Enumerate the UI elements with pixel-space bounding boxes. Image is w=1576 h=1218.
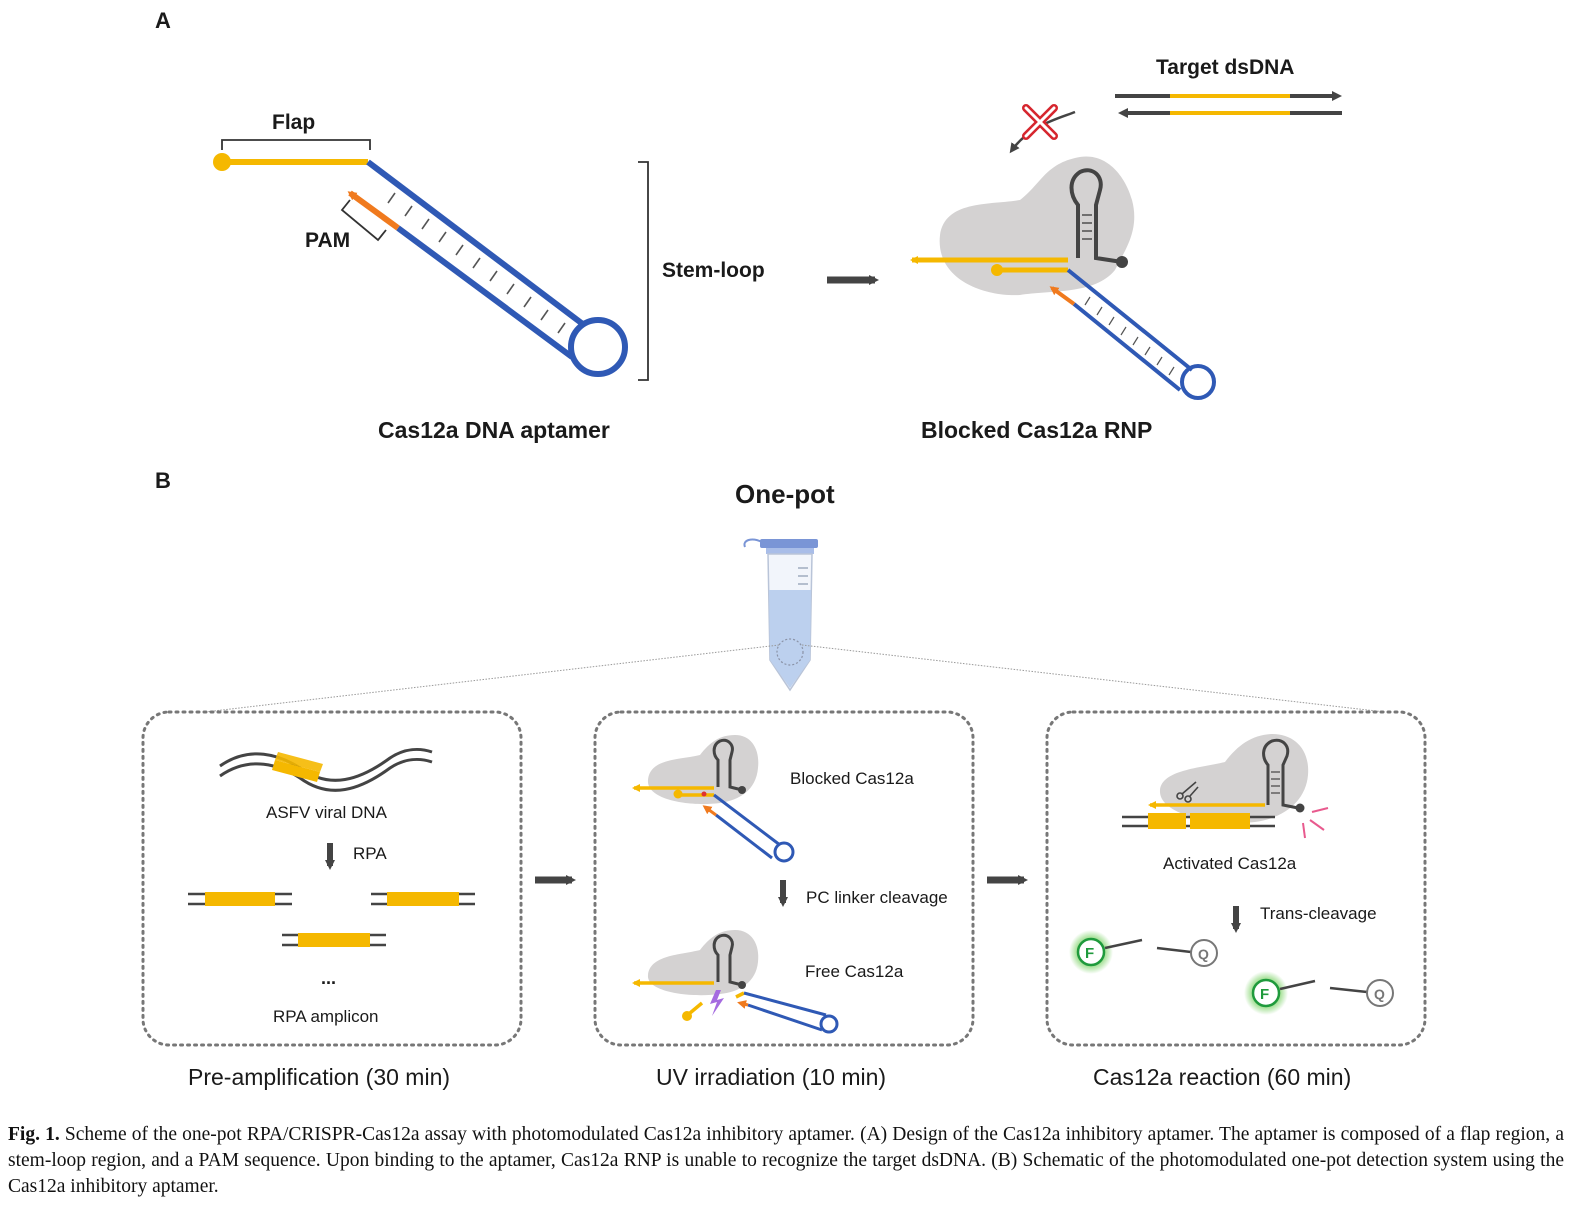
trans-cleavage-label: Trans-cleavage — [1260, 904, 1377, 923]
stem-loop — [568, 317, 628, 377]
crrna-hairpin — [1069, 168, 1123, 264]
rnp-stem-outer — [1066, 268, 1194, 372]
pre-amplification-box — [141, 710, 523, 1047]
free-cas12a-label: Free Cas12a — [805, 962, 904, 981]
cleavage-burst-icon — [1302, 807, 1329, 839]
uv-irradiation-step-label: UV irradiation (10 min) — [656, 1064, 886, 1090]
cas12a-reaction-step-label: Cas12a reaction (60 min) — [1093, 1064, 1351, 1090]
target-dsdna-label: Target dsDNA — [1156, 56, 1294, 79]
amplicon-1 — [188, 892, 292, 906]
pre-amplification-step-label: Pre-amplification (30 min) — [188, 1064, 450, 1090]
aptamer-label: Cas12a DNA aptamer — [378, 417, 610, 443]
fluorophore-icon — [1251, 978, 1281, 1008]
figure-number: Fig. 1. — [8, 1124, 60, 1145]
uv-lightning-icon — [710, 990, 724, 1016]
figure-caption: Fig. 1. Scheme of the one-pot RPA/CRISPR… — [8, 1122, 1564, 1200]
flap-label: Flap — [272, 111, 315, 134]
rnp-flap-dot — [991, 264, 1003, 276]
svg-text:F: F — [1085, 945, 1094, 962]
rpa-amplicon-label: RPA amplicon — [273, 1007, 379, 1026]
amplicon-dots: ... — [321, 968, 336, 988]
blocked-cas12a-rnp: Blocked Cas12a RNP — [910, 156, 1216, 443]
rpa-label: RPA — [353, 844, 387, 863]
zoom-line-left — [204, 644, 780, 713]
rnp-stem-inner — [1072, 302, 1182, 392]
pam-bracket — [340, 199, 387, 242]
tube-icon — [743, 538, 818, 692]
target-dsdna: Target dsDNA — [1115, 56, 1342, 118]
uv-irradiation-box — [593, 710, 975, 1047]
pam-arrow — [347, 190, 400, 231]
zoom-line-right — [801, 644, 1386, 713]
amplicon-3 — [282, 933, 386, 947]
caption-text: Scheme of the one-pot RPA/CRISPR-Cas12a … — [8, 1124, 1564, 1197]
panel-a-letter: A — [155, 8, 171, 33]
quencher-icon — [1190, 939, 1218, 967]
figure-canvas: A Flap PAM Stem-loop Cas12a DNA aptamer — [141, 8, 1427, 1090]
stem-loop-label: Stem-loop — [662, 259, 765, 282]
cross-icon — [1022, 104, 1058, 140]
cas12a-dna-aptamer: Flap PAM Stem-loop Cas12a DNA aptamer — [213, 111, 765, 443]
pc-linker-cleavage-label: PC linker cleavage — [806, 888, 948, 907]
reporter-2: F Q — [1244, 971, 1394, 1015]
panel-b-letter: B — [155, 468, 171, 493]
crrna-end-dot — [1116, 256, 1128, 268]
svg-text:Q: Q — [1198, 946, 1209, 962]
cas12a-reaction-box — [1045, 710, 1427, 1047]
one-pot-title: One-pot — [735, 479, 835, 509]
scissors-icon — [1176, 781, 1199, 803]
base-pair-ticks — [387, 192, 566, 334]
fluorophore-icon — [1076, 937, 1106, 967]
blocked-cas12a-label: Blocked Cas12a — [790, 769, 914, 788]
flap-end-dot — [213, 153, 231, 171]
stem-strand-inner — [396, 225, 574, 360]
rnp-pam-arrow — [1049, 286, 1076, 306]
stem-strand-outer — [366, 159, 586, 328]
reporter-1: F Q — [1069, 930, 1218, 974]
pam-label: PAM — [305, 229, 350, 252]
quencher-icon — [1366, 979, 1394, 1007]
viral-dna-label: ASFV viral DNA — [266, 803, 388, 822]
viral-dna-icon — [219, 748, 433, 792]
blocked-rnp-label: Blocked Cas12a RNP — [921, 417, 1152, 443]
stem-loop-bracket — [638, 161, 649, 381]
svg-text:F: F — [1260, 986, 1269, 1003]
free-cas12a-small — [632, 930, 839, 1034]
activated-cas12a — [1122, 734, 1329, 839]
amplicon-2 — [371, 892, 475, 906]
rnp-stem-loop — [1180, 364, 1216, 400]
cas12a-protein-blob — [939, 156, 1135, 296]
blocked-cas12a-small — [632, 735, 795, 863]
svg-text:Q: Q — [1374, 986, 1385, 1002]
activated-cas12a-label: Activated Cas12a — [1163, 854, 1297, 873]
